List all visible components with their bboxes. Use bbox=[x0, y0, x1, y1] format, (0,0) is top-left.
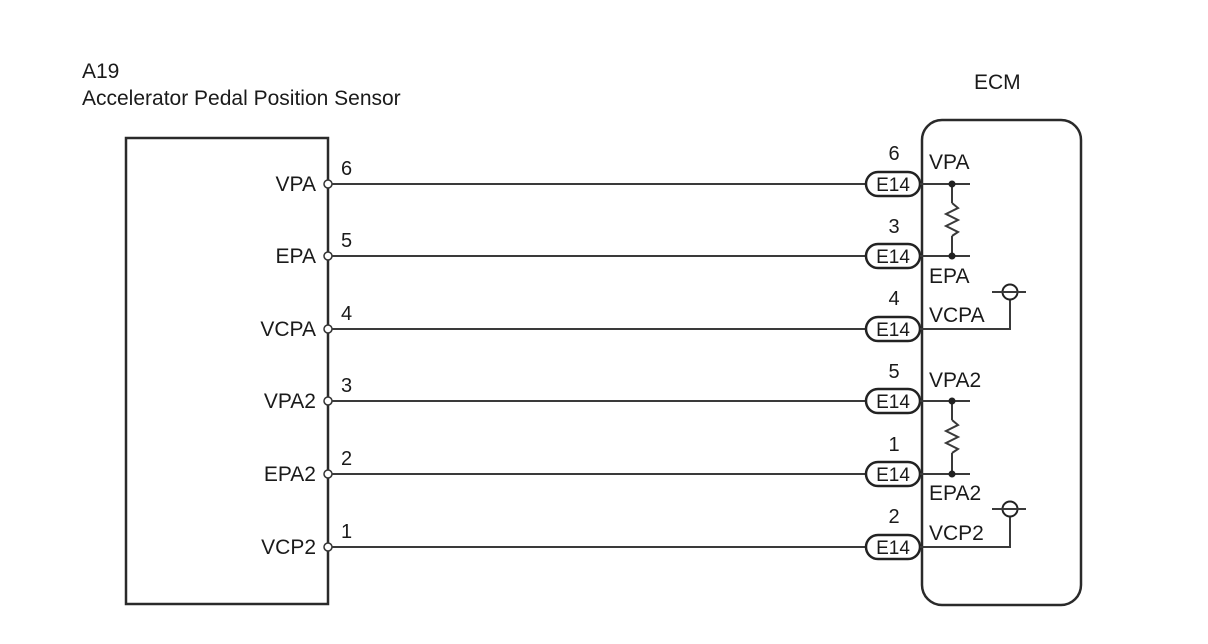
wire-rows: VPA 6 E14 6 VPA EPA 5 E14 3 EPA VCPA 4 bbox=[260, 143, 1011, 561]
ecm-pin-number: 5 bbox=[888, 361, 899, 383]
junction-dot-icon bbox=[948, 470, 956, 478]
terminal-circle-icon bbox=[323, 324, 333, 334]
sensor-id: A19 bbox=[82, 60, 119, 83]
resistor-icon bbox=[943, 184, 961, 256]
wire-row-vpa: VPA 6 E14 6 VPA bbox=[276, 143, 970, 198]
ecm-terminal-label: VCP2 bbox=[929, 522, 984, 545]
power-supply-icon bbox=[992, 500, 1026, 518]
sensor-box bbox=[124, 136, 330, 606]
sensor-pin-number: 5 bbox=[341, 230, 352, 252]
connector-label: E14 bbox=[876, 465, 910, 486]
junction-dot-icon bbox=[948, 252, 956, 260]
terminal-circle-icon bbox=[323, 251, 333, 261]
junction-dot-icon bbox=[948, 180, 956, 188]
wire-row-vpa2: VPA2 3 E14 5 VPA2 bbox=[264, 361, 981, 415]
ecm-terminal-label: VPA bbox=[929, 151, 969, 174]
junction-dot-icon bbox=[948, 397, 956, 405]
ecm-terminal-label: VCPA bbox=[929, 304, 985, 327]
sensor-terminal-label: VCP2 bbox=[261, 536, 316, 559]
ecm-box bbox=[920, 118, 1083, 607]
sensor-pin-number: 6 bbox=[341, 158, 352, 180]
ecm-terminal-label: EPA bbox=[929, 265, 969, 288]
connector-label: E14 bbox=[876, 320, 910, 341]
wire-row-vcp2: VCP2 1 E14 2 VCP2 bbox=[261, 506, 1011, 561]
connector-label: E14 bbox=[876, 247, 910, 268]
ecm-pin-number: 6 bbox=[888, 143, 899, 165]
wire-row-epa2: EPA2 2 E14 1 EPA2 bbox=[264, 434, 981, 505]
terminal-circle-icon bbox=[323, 542, 333, 552]
wire-row-epa: EPA 5 E14 3 EPA bbox=[276, 216, 970, 288]
terminal-circle-icon bbox=[323, 179, 333, 189]
connector-label: E14 bbox=[876, 538, 910, 559]
sensor-terminal-label: VCPA bbox=[260, 318, 316, 341]
sensor-terminal-label: EPA bbox=[276, 245, 316, 268]
ecm-terminal-label: EPA2 bbox=[929, 482, 981, 505]
sensor-pin-number: 1 bbox=[341, 521, 352, 543]
ecm-internal-wire bbox=[920, 516, 1011, 548]
connector-label: E14 bbox=[876, 392, 910, 413]
sensor-terminal-label: VPA2 bbox=[264, 390, 316, 413]
terminal-circle-icon bbox=[323, 469, 333, 479]
ecm-pin-number: 2 bbox=[888, 506, 899, 528]
ecm-title: ECM bbox=[974, 71, 1021, 94]
wire-row-vcpa: VCPA 4 E14 4 VCPA bbox=[260, 288, 1011, 343]
connector-label: E14 bbox=[876, 175, 910, 196]
power-supply-icon bbox=[992, 283, 1026, 301]
terminal-circle-icon bbox=[323, 396, 333, 406]
ecm-pin-number: 4 bbox=[888, 288, 899, 310]
ecm-terminal-label: VPA2 bbox=[929, 369, 981, 392]
ecm-pin-number: 3 bbox=[888, 216, 899, 238]
sensor-terminal-label: VPA bbox=[276, 173, 316, 196]
sensor-pin-number: 4 bbox=[341, 303, 352, 325]
sensor-name: Accelerator Pedal Position Sensor bbox=[82, 87, 401, 110]
resistor-icon bbox=[943, 401, 961, 474]
ecm-internal-wire bbox=[920, 299, 1011, 330]
sensor-terminal-label: EPA2 bbox=[264, 463, 316, 486]
ecm-pin-number: 1 bbox=[888, 434, 899, 456]
sensor-pin-number: 3 bbox=[341, 375, 352, 397]
sensor-pin-number: 2 bbox=[341, 448, 352, 470]
